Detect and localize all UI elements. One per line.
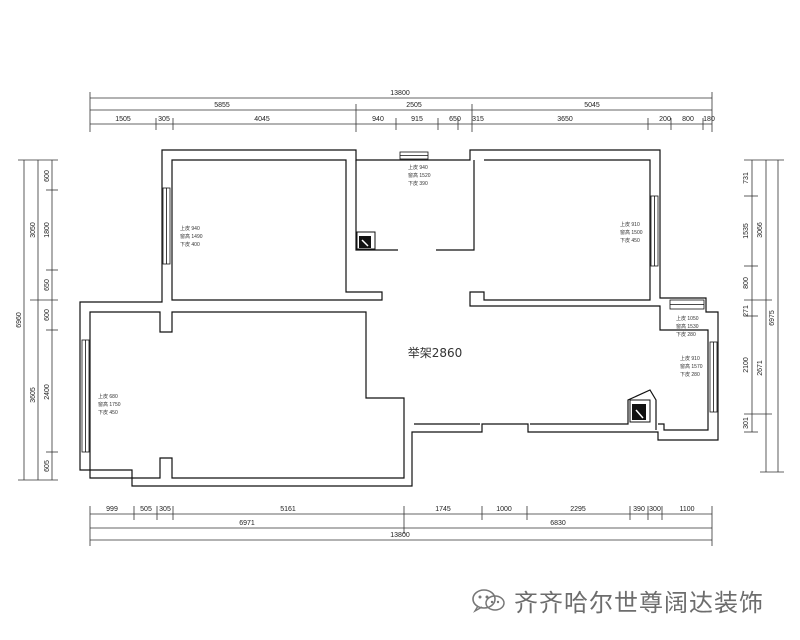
left-seg-1: 600 <box>44 170 51 182</box>
left-seg-2: 1800 <box>44 222 51 238</box>
note-left-living: 上皮 680 窗高 1750 下皮 450 <box>98 393 121 416</box>
top-total-dim: 13800 <box>390 90 410 97</box>
left-seg-6: 605 <box>44 460 51 472</box>
top-seg-5: 915 <box>411 116 423 123</box>
top-seg-10: 800 <box>682 116 694 123</box>
top-seg-3: 4045 <box>254 116 270 123</box>
note-right-room-line-1: 上皮 910 <box>620 221 640 228</box>
note-right-room: 上皮 910 窗高 1500 下皮 450 <box>620 221 643 244</box>
right-seg-2: 1535 <box>743 223 750 239</box>
right-seg-5: 2100 <box>743 357 750 373</box>
ceiling-height-label: 举架2860 <box>408 346 463 360</box>
bottom-seg-2: 505 <box>140 506 152 513</box>
inner-wall-living <box>89 311 405 479</box>
right-seg-6: 301 <box>743 417 750 429</box>
note-left-room-line-2: 窗高 1490 <box>180 233 203 240</box>
right-seg-3: 800 <box>743 277 750 289</box>
wechat-icon <box>470 586 506 614</box>
top-seg-9: 200 <box>659 116 671 123</box>
note-right-room-line-3: 下皮 450 <box>620 237 640 244</box>
note-left-living-line-1: 上皮 680 <box>98 393 118 400</box>
note-left-living-line-3: 下皮 450 <box>98 409 118 416</box>
bottom-seg-8: 390 <box>633 506 645 513</box>
left-seg-4: 600 <box>44 309 51 321</box>
note-right-small-lower-line-3: 下皮 280 <box>680 371 700 378</box>
bottom-seg-1: 999 <box>106 506 118 513</box>
top-dimensions <box>89 92 713 132</box>
right-mid-dim-1: 3066 <box>757 222 764 238</box>
windows <box>81 151 718 453</box>
outer-wall <box>79 149 719 487</box>
bottom-seg-10: 1100 <box>679 506 694 513</box>
top-seg-8: 3650 <box>557 116 573 123</box>
left-seg-3: 650 <box>44 279 51 291</box>
top-seg-11: 180 <box>703 116 715 123</box>
note-right-small-lower-line-1: 上皮 910 <box>680 355 700 362</box>
watermark: 齐齐哈尔世尊阔达装饰 <box>470 583 764 617</box>
note-left-room-line-1: 上皮 940 <box>180 225 200 232</box>
left-seg-5: 2400 <box>44 384 51 400</box>
top-seg-4: 940 <box>372 116 384 123</box>
inner-wall-room-top-center-right <box>436 160 475 251</box>
note-top-center: 上皮 940 窗高 1520 下皮 390 <box>408 164 431 187</box>
watermark-text: 齐齐哈尔世尊阔达装饰 <box>514 588 764 617</box>
walls <box>79 149 719 487</box>
note-right-small-upper-line-2: 窗高 1530 <box>676 323 699 330</box>
inner-wall <box>171 159 383 301</box>
note-left-room: 上皮 940 窗高 1490 下皮 400 <box>180 225 203 248</box>
top-mid-dim-3: 5045 <box>584 102 600 109</box>
note-right-small-upper: 上皮 1050 窗高 1530 下皮 280 <box>676 315 699 338</box>
right-seg-4: 271 <box>743 305 750 317</box>
note-top-center-line-1: 上皮 940 <box>408 164 428 171</box>
bottom-seg-3: 305 <box>159 506 171 513</box>
note-right-small-upper-line-3: 下皮 280 <box>676 331 696 338</box>
inner-wall-living-right <box>414 389 657 430</box>
right-total-dim: 6975 <box>769 310 776 326</box>
bottom-total-dim: 13800 <box>390 532 410 539</box>
flue-shaft-right-fill <box>632 404 646 420</box>
right-mid-dim-2: 2671 <box>757 360 764 376</box>
left-mid-dim-1: 3050 <box>30 222 37 238</box>
note-left-room-line-3: 下皮 400 <box>180 241 200 248</box>
bottom-mid-dim-1: 6971 <box>239 520 255 527</box>
note-right-small-lower-line-2: 窗高 1570 <box>680 363 703 370</box>
note-left-living-line-2: 窗高 1750 <box>98 401 121 408</box>
bottom-mid-dim-2: 6830 <box>550 520 566 527</box>
right-seg-1: 731 <box>743 172 750 184</box>
note-top-center-line-3: 下皮 390 <box>408 180 428 187</box>
bottom-seg-4: 5161 <box>280 506 296 513</box>
bottom-dimensions <box>89 506 713 546</box>
bottom-seg-9: 300 <box>649 506 661 513</box>
bottom-seg-6: 1000 <box>496 506 512 513</box>
left-mid-dim-2: 3605 <box>30 387 37 403</box>
note-right-small-upper-line-1: 上皮 1050 <box>676 315 699 322</box>
bottom-seg-7: 2295 <box>570 506 586 513</box>
note-right-small-lower: 上皮 910 窗高 1570 下皮 280 <box>680 355 703 378</box>
top-seg-6: 650 <box>449 116 461 123</box>
left-total-dim: 6960 <box>16 312 23 328</box>
note-right-room-line-2: 窗高 1500 <box>620 229 643 236</box>
flue-shafts <box>356 231 651 423</box>
top-seg-1: 1505 <box>115 116 131 123</box>
top-seg-2: 305 <box>158 116 170 123</box>
bottom-seg-5: 1745 <box>435 506 451 513</box>
left-dimensions <box>18 159 58 481</box>
inner-wall-room-top-center <box>355 160 398 251</box>
right-dimensions <box>744 159 784 473</box>
note-top-center-line-2: 窗高 1520 <box>408 172 431 179</box>
top-seg-7: 315 <box>472 116 484 123</box>
top-mid-dim-1: 5855 <box>214 102 230 109</box>
inner-wall-room-right <box>469 159 709 431</box>
top-mid-dim-2: 2505 <box>406 102 422 109</box>
